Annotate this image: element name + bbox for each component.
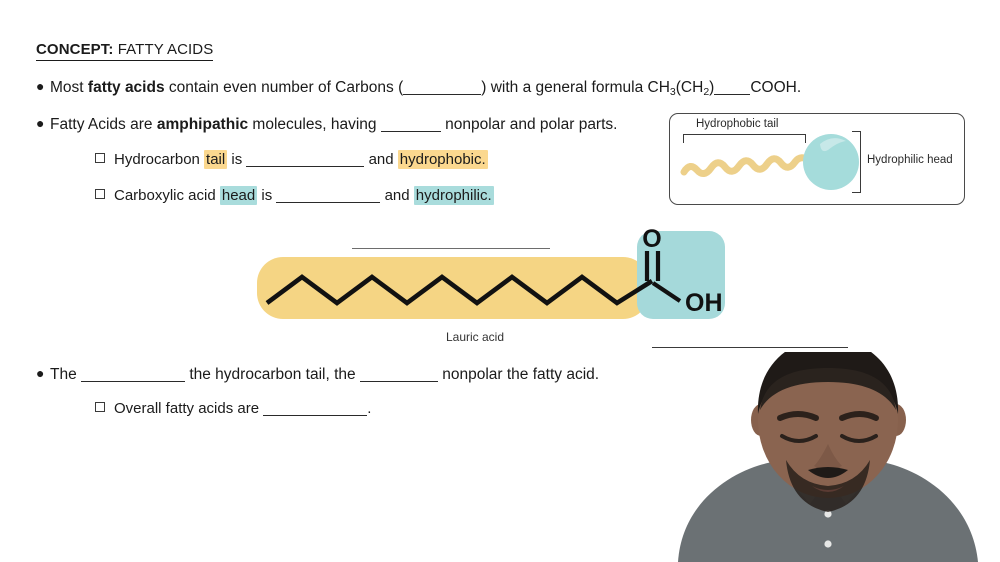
- atom-label-oxygen: O: [642, 225, 661, 253]
- square-bullet-icon: [95, 153, 105, 163]
- sub-bullet-hydrocarbon-tail: Hydrocarbon tail is and hydrophobic.: [95, 150, 488, 169]
- blank-line-formula-n[interactable]: [714, 94, 751, 95]
- blank-line-amphipathic[interactable]: [380, 131, 441, 132]
- webcam-overlay: [660, 352, 1000, 562]
- instructor-brow-left: [777, 411, 819, 421]
- hydrophilic-head-sphere: [803, 134, 859, 190]
- bullet-1-text-a: Most: [50, 79, 88, 96]
- sub1-text-b: is: [227, 151, 247, 168]
- instructor-mustache: [808, 467, 848, 478]
- bullet-2-bold-amphipathic: amphipathic: [156, 116, 249, 133]
- highlight-hydrophobic: hydrophobic.: [397, 150, 488, 169]
- blank-line-nonpolar-degree[interactable]: [359, 381, 438, 382]
- lauric-acid-illustration: O OH: [257, 225, 725, 319]
- bullet-dot-icon: ●: [36, 78, 45, 94]
- formula-sub-3: 3: [669, 86, 676, 98]
- sub2-text-a: Carboxylic acid: [114, 187, 220, 204]
- bullet-2-text-a: Fatty Acids are: [50, 116, 157, 133]
- bullet-1: ● Most fatty acids contain even number of…: [36, 78, 801, 99]
- carbon-chain-zigzag: [265, 274, 654, 306]
- tail-bracket-icon: [683, 134, 806, 143]
- blank-line-tail-property[interactable]: [246, 166, 365, 167]
- bullet-3: ● The the hydrocarbon tail, the nonpolar …: [36, 365, 599, 384]
- instructor-beard: [786, 460, 870, 512]
- title-topic-label: FATTY ACIDS: [113, 41, 214, 58]
- lauric-acid-structure: O OH Lauric acid: [255, 225, 755, 347]
- sub1-text-a: Hydrocarbon: [114, 151, 205, 168]
- amphipathic-illustration: [680, 134, 859, 190]
- square-bullet-icon: [95, 402, 105, 412]
- shirt-button-top: [824, 510, 832, 518]
- instructor-video-figure: [660, 352, 1000, 562]
- bullet-1-text-d: (CH: [675, 79, 704, 96]
- sub2-text-c: and: [380, 187, 414, 204]
- instructor-nose: [814, 444, 842, 470]
- shirt-button-bottom: [824, 540, 832, 548]
- instructor-face: [758, 352, 898, 498]
- blank-line-bottom-right[interactable]: [652, 347, 848, 348]
- highlight-hydrophilic: hydrophilic.: [413, 186, 494, 205]
- instructor-eye-left: [780, 434, 818, 443]
- bullet-2-text-c: nonpolar and polar parts.: [440, 116, 618, 133]
- bullet-1-text-b: contain even number of Carbons (: [164, 79, 404, 96]
- sub2-text-b: is: [257, 187, 277, 204]
- highlight-tail: tail: [204, 150, 228, 169]
- instructor-hairline: [760, 368, 896, 410]
- instructor-mouth: [812, 486, 844, 492]
- bullet-3-text-c: nonpolar the fatty acid.: [437, 366, 600, 383]
- bullet-dot-icon: ●: [36, 365, 45, 381]
- hydrophobic-tail-squiggle: [680, 154, 814, 177]
- bullet-2: ● Fatty Acids are amphipathic molecules, …: [36, 115, 617, 134]
- bullet-dot-icon: ●: [36, 115, 45, 131]
- sub-bullet-overall: Overall fatty acids are .: [95, 400, 371, 417]
- hydrophilic-head-label: Hydrophilic head: [867, 154, 953, 166]
- square-bullet-icon: [95, 189, 105, 199]
- blank-line-overall[interactable]: [263, 415, 368, 416]
- sub1-text-c: and: [364, 151, 398, 168]
- blank-line-above-structure[interactable]: [352, 248, 550, 249]
- bullet-1-bold-fatty-acids: fatty acids: [87, 79, 165, 96]
- instructor-brow-right: [839, 411, 879, 421]
- bullet-1-text-f: COOH.: [750, 79, 802, 96]
- bond-to-hydroxyl: [651, 281, 682, 303]
- sub-bullet-carboxylic-head: Carboxylic acid head is and hydrophilic.: [95, 186, 494, 205]
- bullet-1-text-c: ) with a general formula CH: [481, 79, 670, 96]
- instructor-eye-right: [840, 434, 878, 443]
- sub3-text-a: Overall fatty acids are: [114, 400, 264, 417]
- blank-line-carbons[interactable]: [403, 94, 482, 95]
- bullet-1-text-e: ): [709, 79, 715, 96]
- hydrophobic-tail-label: Hydrophobic tail: [696, 118, 779, 130]
- blank-line-head-property[interactable]: [276, 202, 381, 203]
- head-highlight-gloss: [820, 138, 846, 152]
- amphipathic-diagram: Hydrophobic tail Hydrophilic head: [669, 113, 965, 205]
- head-bracket-icon: [852, 131, 861, 193]
- lauric-acid-caption: Lauric acid: [445, 330, 505, 344]
- page-title: CONCEPT: FATTY ACIDS: [36, 41, 214, 61]
- formula-sub-2: 2: [703, 86, 710, 98]
- instructor-hair: [757, 352, 899, 414]
- bullet-3-text-a: The: [50, 366, 82, 383]
- blank-line-tail-length[interactable]: [81, 381, 186, 382]
- bullet-3-text-b: the hydrocarbon tail, the: [185, 366, 360, 383]
- bullet-2-text-b: molecules, having: [248, 116, 381, 133]
- highlight-head: head: [219, 186, 258, 205]
- atom-label-hydroxyl: OH: [685, 289, 723, 317]
- sub3-text-b: .: [367, 400, 372, 417]
- title-concept-label: CONCEPT:: [36, 41, 114, 58]
